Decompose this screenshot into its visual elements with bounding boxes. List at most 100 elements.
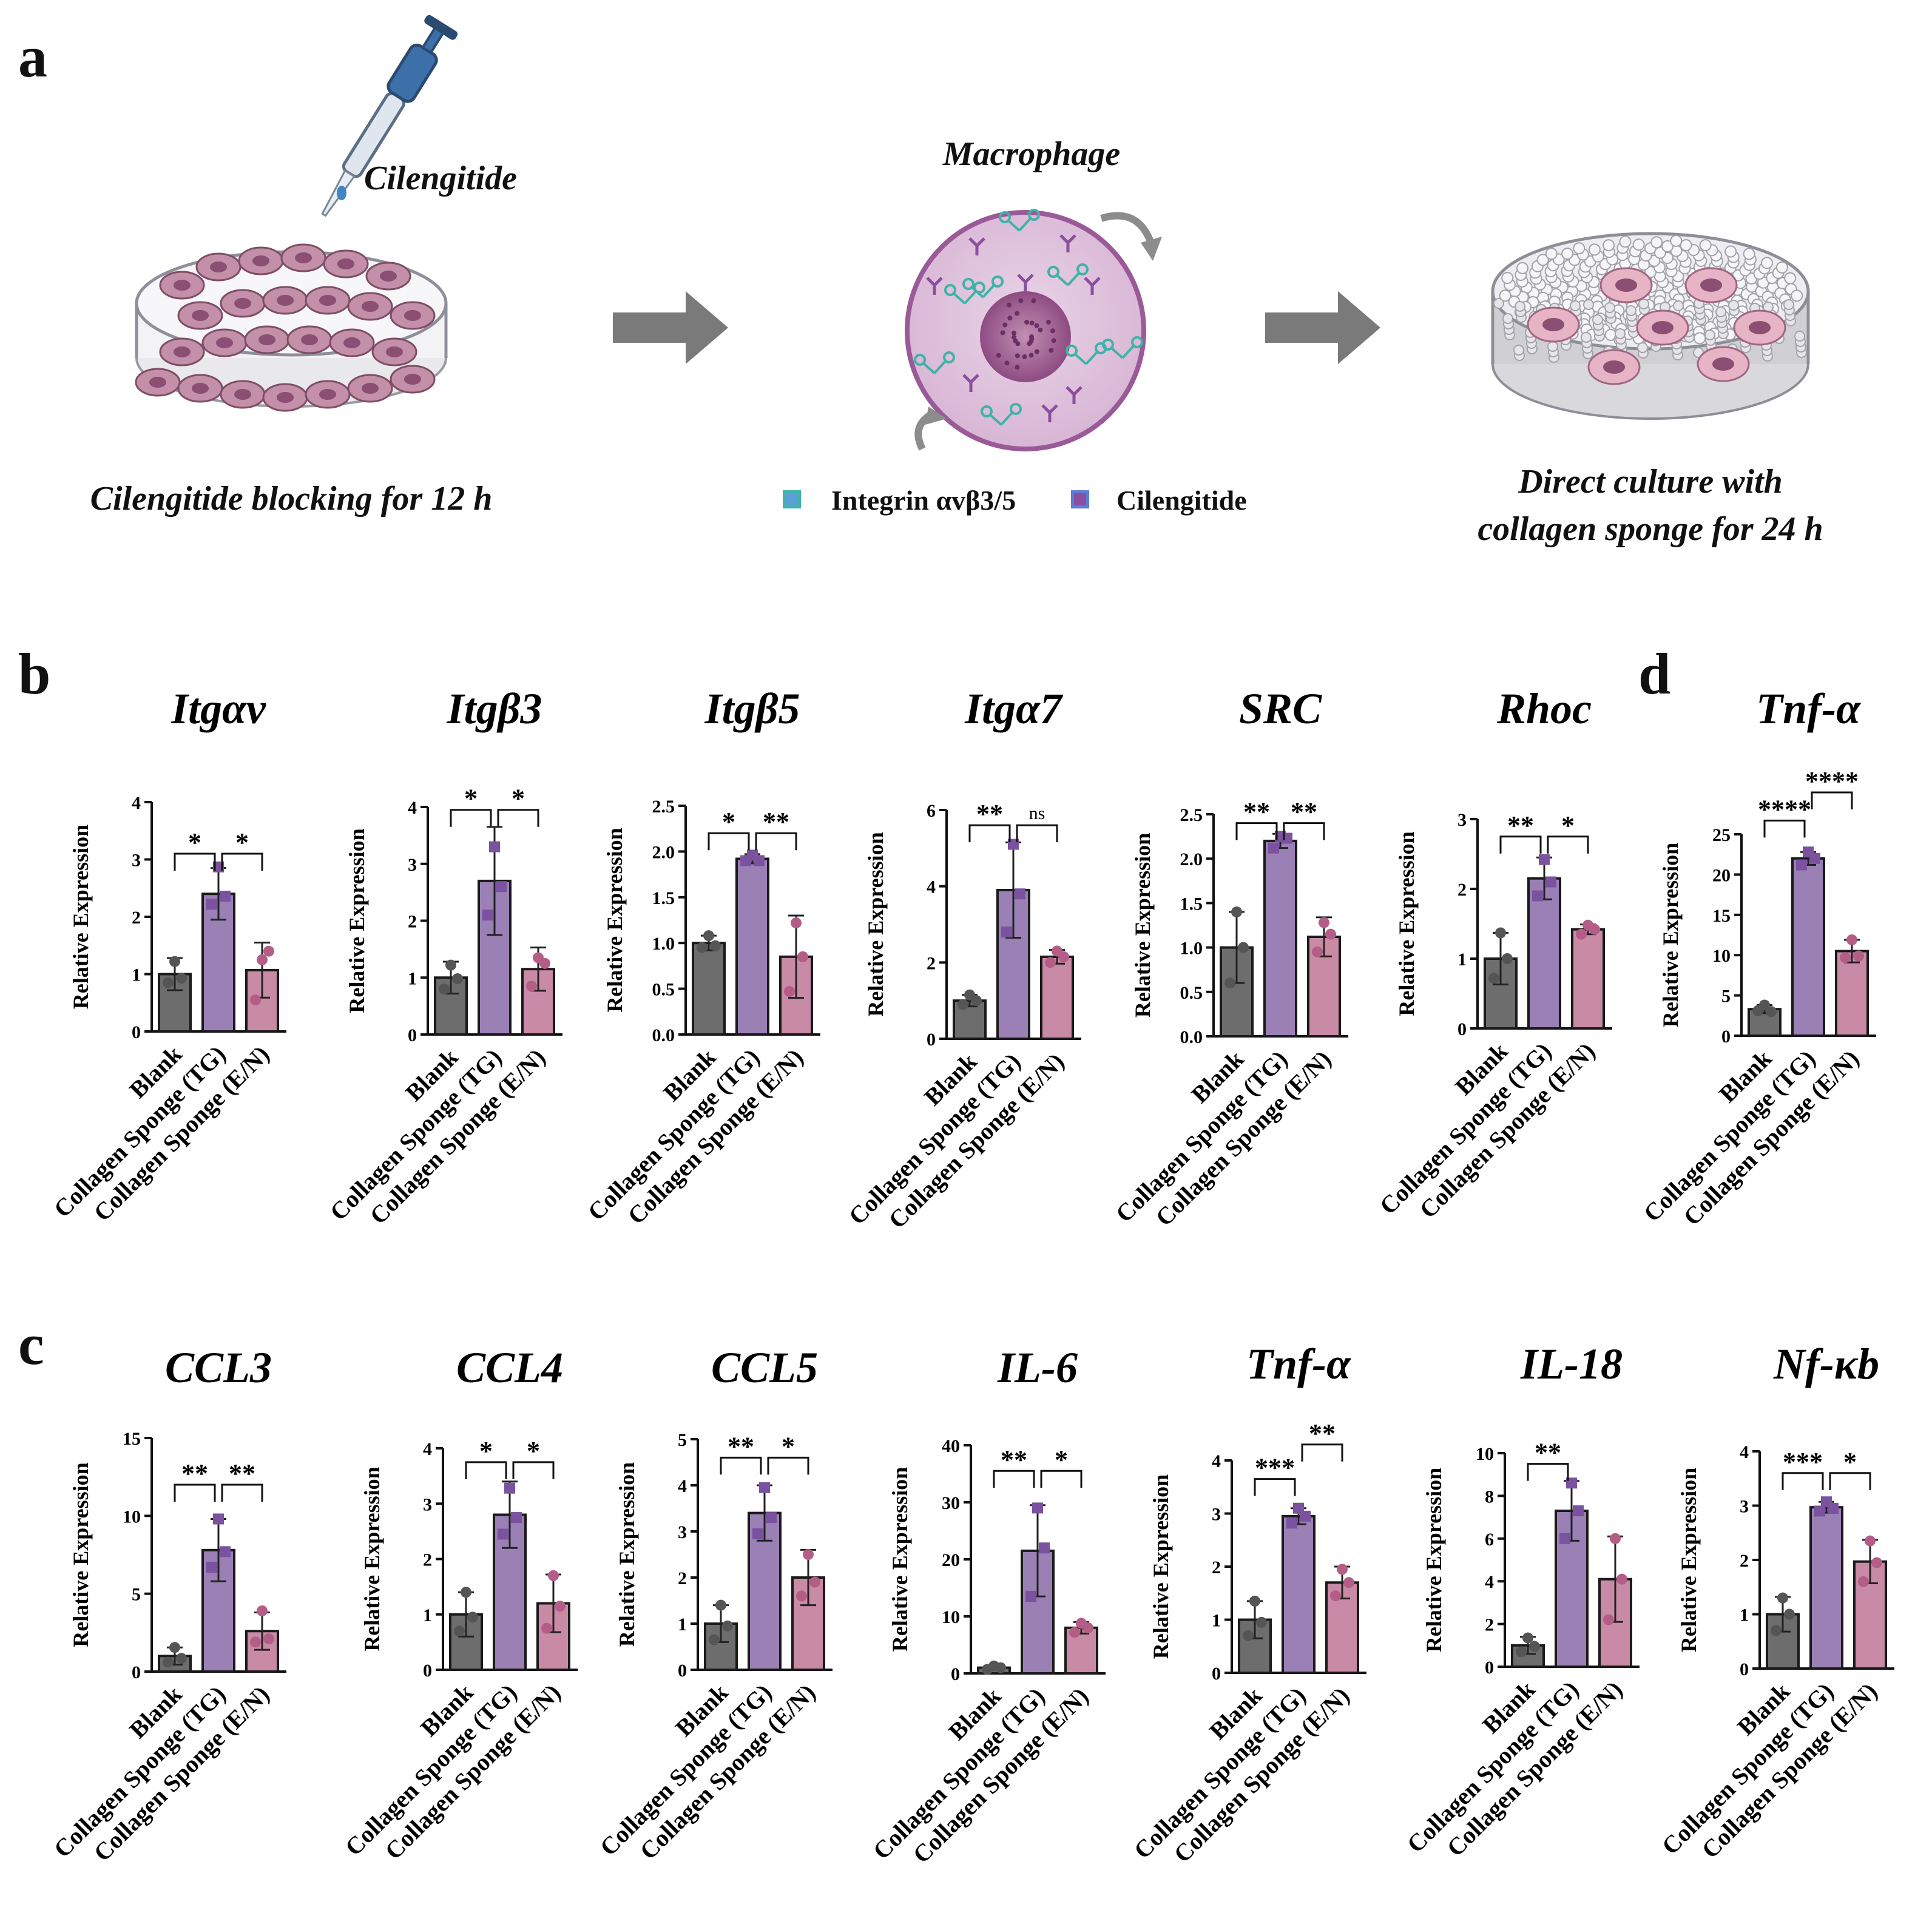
data-point (250, 1636, 261, 1648)
data-point (1058, 951, 1069, 962)
significance-bracket (174, 1483, 216, 1502)
significance-bracket (1763, 819, 1806, 838)
data-point (1516, 1646, 1527, 1658)
y-tick-label: 2 (1212, 1558, 1221, 1578)
cilengitide-icon (1017, 274, 1034, 292)
data-point (995, 1662, 1006, 1673)
sponge-pore (1615, 328, 1626, 339)
y-tick-label: 5 (1721, 987, 1731, 1007)
nucleus-icon (337, 258, 354, 269)
sponge-pore (1545, 248, 1558, 260)
chromatin-dot (1011, 330, 1016, 336)
data-point (1545, 876, 1556, 888)
data-point (971, 995, 982, 1007)
nucleus-icon (380, 271, 397, 282)
y-tick-label: 2 (423, 1550, 432, 1570)
y-tick-label: 0.0 (1180, 1027, 1203, 1047)
panel-label-b: b (18, 641, 51, 706)
sponge-pore (1632, 238, 1645, 251)
chart-title: Rhoc (1496, 684, 1592, 733)
significance-bracket (512, 1461, 555, 1479)
significance-label: * (527, 1436, 540, 1466)
chromatin-dot (1029, 320, 1035, 326)
bar (1021, 1549, 1055, 1675)
y-tick-label: 6 (1485, 1530, 1494, 1550)
sponge-pore (1699, 239, 1712, 252)
y-tick-label: 3 (1212, 1505, 1221, 1525)
significance-bracket (1811, 791, 1853, 809)
data-point (1573, 1505, 1584, 1517)
y-tick-label: 3 (132, 851, 141, 871)
bar (1835, 950, 1869, 1038)
y-tick-label: 30 (942, 1493, 960, 1513)
data-point (1796, 859, 1807, 871)
sponge-pore (1743, 248, 1755, 260)
chromatin-dot (1051, 338, 1056, 343)
significance-label: ** (1535, 1438, 1561, 1468)
y-tick-label: 2.5 (652, 797, 675, 817)
data-point (1488, 973, 1499, 984)
significance-bracket (221, 852, 263, 871)
chart-title: Tnf-α (1246, 1340, 1351, 1388)
nucleus-icon (277, 392, 294, 403)
sponge-pore (1536, 254, 1549, 266)
data-point (1766, 1006, 1777, 1018)
data-point (809, 1576, 820, 1588)
nucleus-icon (404, 374, 421, 385)
data-point (1039, 1542, 1050, 1554)
chromatin-dot (1050, 328, 1055, 334)
data-point (257, 954, 268, 965)
y-tick-label: 5 (132, 1585, 141, 1605)
data-point (1846, 934, 1857, 945)
nucleus-icon (192, 310, 209, 321)
nucleus-icon (252, 255, 269, 266)
y-axis-label: Relative Expression (603, 828, 627, 1012)
sponge-pore (1573, 242, 1586, 255)
data-point (1576, 928, 1587, 940)
data-point (1610, 1533, 1621, 1544)
significance-label: * (1561, 811, 1575, 840)
y-tick-label: 1.5 (652, 888, 675, 908)
significance-bracket (1235, 822, 1278, 840)
chart-title: CCL3 (165, 1343, 272, 1392)
y-tick-label: 2 (132, 908, 141, 928)
y-tick-label: 25 (1712, 825, 1731, 845)
data-point (482, 910, 493, 921)
y-tick-label: 0 (678, 1661, 687, 1681)
x-tick-label: Collagen Sponge (E/N) (1697, 1678, 1883, 1864)
nucleus-icon (1652, 321, 1674, 334)
y-axis-label: Relative Expression (69, 825, 93, 1009)
data-point (766, 1512, 777, 1524)
cilengitide-icon (968, 237, 985, 255)
bar (1282, 1514, 1316, 1674)
significance-label: * (722, 807, 735, 837)
data-point (439, 984, 450, 994)
y-tick-label: 2.0 (1180, 849, 1203, 869)
data-point (1243, 1630, 1254, 1641)
significance-label: ** (229, 1459, 255, 1488)
data-point (1045, 957, 1056, 968)
bar (1791, 857, 1825, 1037)
y-tick-label: 4 (678, 1476, 687, 1496)
cilengitide-icon (926, 277, 943, 295)
bar (493, 1513, 527, 1671)
y-tick-label: 1.0 (1180, 939, 1203, 959)
significance-label: * (1843, 1447, 1857, 1477)
bar (735, 857, 769, 1036)
chromatin-dot (1002, 322, 1008, 328)
data-point (1828, 1502, 1839, 1514)
data-point (1032, 1502, 1043, 1514)
nucleus-icon (234, 389, 251, 400)
chromatin-dot (1015, 353, 1020, 359)
significance-label: **** (1805, 766, 1859, 796)
nucleus-icon (192, 383, 209, 394)
y-tick-label: 0 (1485, 1658, 1494, 1678)
data-point (206, 1562, 217, 1573)
data-point (555, 1601, 566, 1612)
significance-label: ** (1001, 1445, 1027, 1474)
